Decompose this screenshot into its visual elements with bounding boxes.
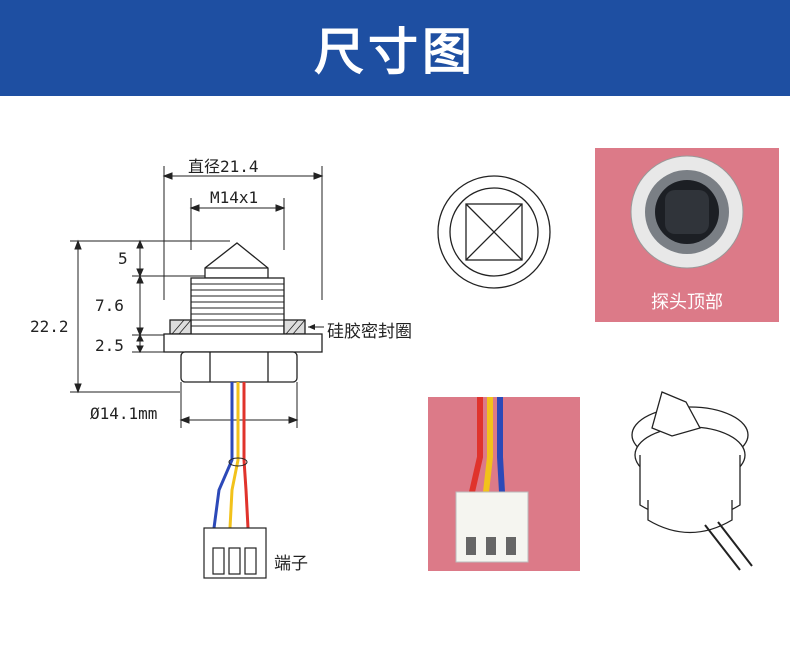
height-mid-label: 7.6 <box>95 296 124 315</box>
probe-top-view <box>437 175 551 289</box>
height-bottom-label: 2.5 <box>95 336 124 355</box>
base-diameter-label: Ø14.1mm <box>90 404 158 423</box>
wire-bundle <box>212 382 250 529</box>
probe-top-label: 探头顶部 <box>651 292 723 313</box>
probe-isometric-sketch <box>631 391 753 571</box>
total-height-label: 22.2 <box>30 317 69 336</box>
probe-top-image <box>630 155 744 269</box>
seal-label: 硅胶密封圈 <box>327 322 412 342</box>
page-title: 尺寸图 <box>314 23 476 81</box>
thread-label: M14x1 <box>210 188 259 207</box>
connector-photo <box>428 397 580 571</box>
diameter-label: 直径21.4 <box>188 157 259 176</box>
probe-top-photo: 探头顶部 <box>595 148 779 322</box>
connector-image <box>455 397 529 563</box>
terminal-label: 端子 <box>274 554 308 574</box>
sensor-body <box>163 242 323 383</box>
terminal-connector <box>203 527 267 579</box>
height-top-label: 5 <box>118 249 128 268</box>
title-banner: 尺寸图 <box>0 0 790 96</box>
